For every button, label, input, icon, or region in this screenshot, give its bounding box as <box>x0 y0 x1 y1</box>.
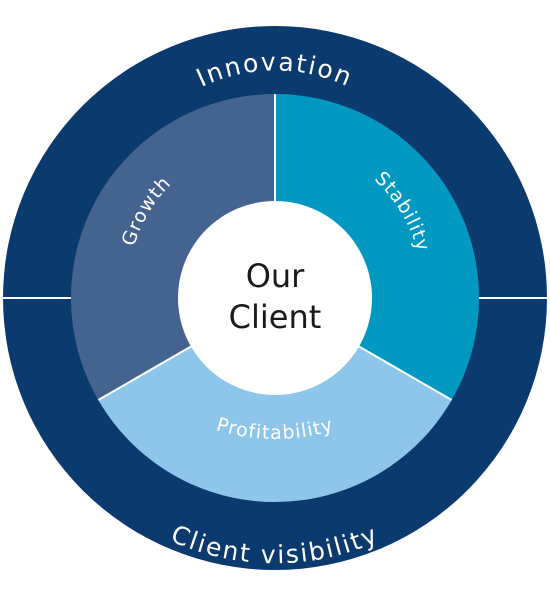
center-circle <box>178 201 372 395</box>
center-label-line2: Client <box>229 298 322 336</box>
center-label-line1: Our <box>246 257 305 295</box>
